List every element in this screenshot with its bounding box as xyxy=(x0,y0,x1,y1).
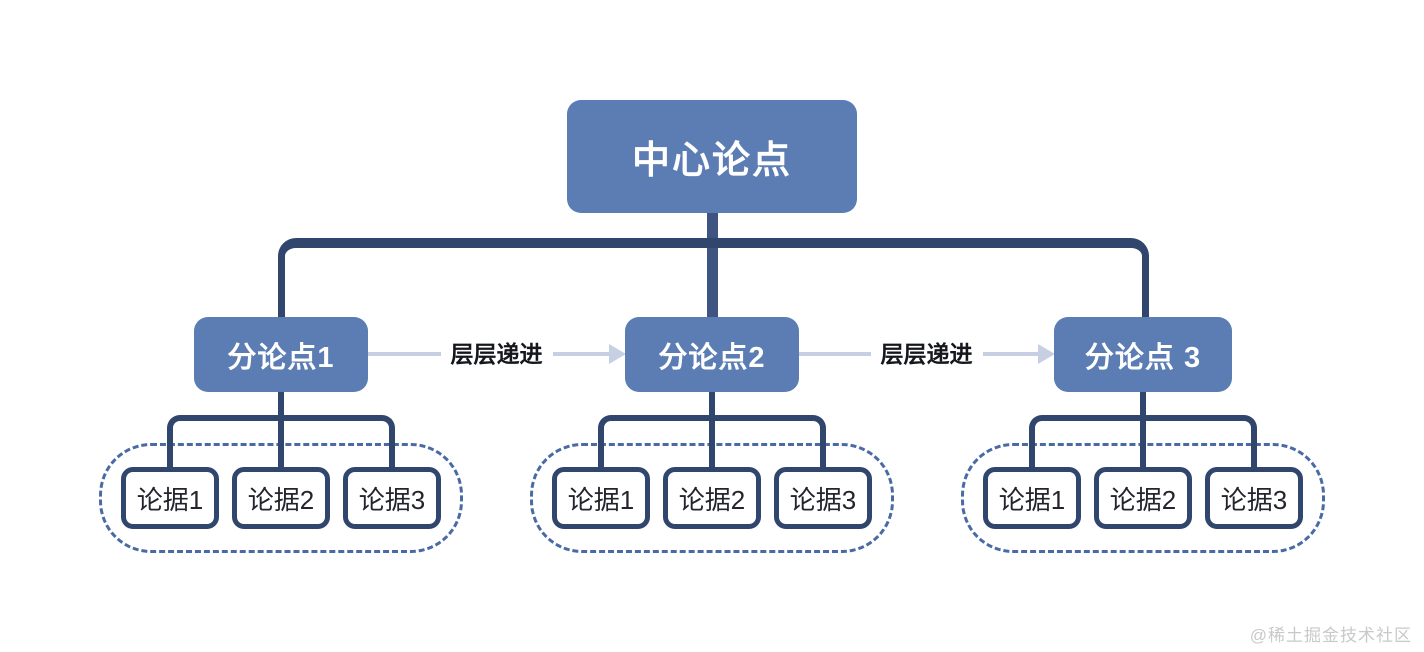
evidence-box: 论据3 xyxy=(1205,467,1303,529)
connector-branch1-stem xyxy=(278,392,284,468)
arrow-label-2: 层层递进 xyxy=(799,337,1054,371)
node-subpoint-2: 分论点2 xyxy=(625,317,799,392)
connector-root-bracket xyxy=(278,238,1149,318)
arrow-label-1: 层层递进 xyxy=(368,337,625,371)
node-subpoint-3: 分论点 3 xyxy=(1054,317,1232,392)
connector-branch3-stem xyxy=(1140,392,1146,468)
arrow-label-text: 层层递进 xyxy=(870,337,983,371)
evidence-box: 论据3 xyxy=(774,467,872,529)
arrow-label-text: 层层递进 xyxy=(440,337,553,371)
node-subpoint-1: 分论点1 xyxy=(194,317,368,392)
connector-root-stem xyxy=(707,213,718,318)
connector-branch2-stem xyxy=(709,392,715,468)
connector-branch2-bracket xyxy=(598,415,826,468)
evidence-box: 论据2 xyxy=(1094,467,1192,529)
evidence-box: 论据3 xyxy=(343,467,441,529)
connector-branch3-bracket xyxy=(1029,415,1257,468)
evidence-box: 论据1 xyxy=(121,467,219,529)
arrowhead-right-icon xyxy=(609,344,626,364)
evidence-box: 论据2 xyxy=(232,467,330,529)
evidence-box: 论据1 xyxy=(552,467,650,529)
arrowhead-right-icon xyxy=(1038,344,1055,364)
evidence-box: 论据2 xyxy=(663,467,761,529)
node-central-thesis: 中心论点 xyxy=(567,100,857,213)
watermark: @稀土掘金技术社区 xyxy=(1249,626,1412,645)
connector-branch1-bracket xyxy=(167,415,395,468)
evidence-box: 论据1 xyxy=(983,467,1081,529)
